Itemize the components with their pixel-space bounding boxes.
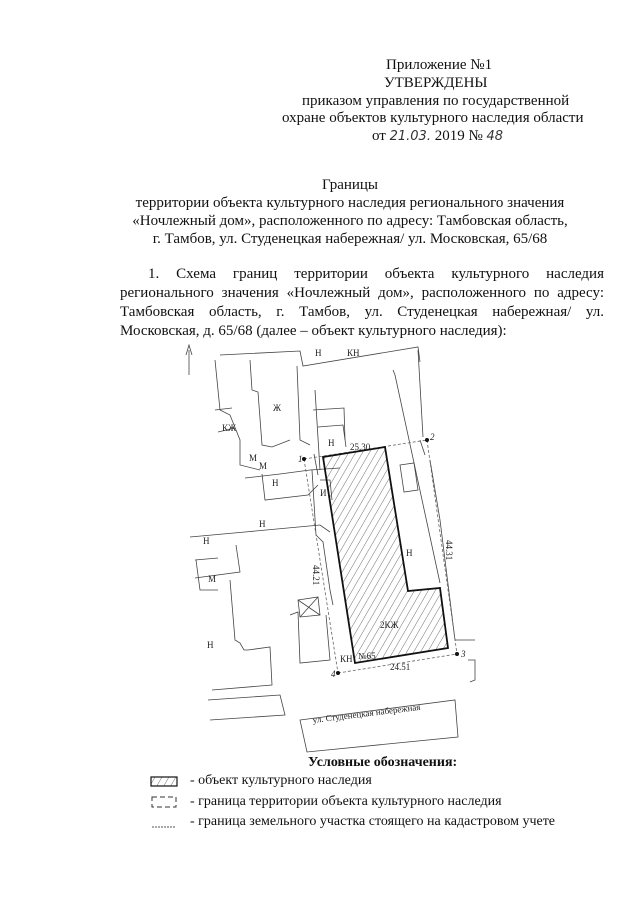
legend-symbols [150,776,178,828]
handwritten-date: 21.03. [389,129,431,144]
svg-text:М: М [249,453,257,463]
number-sign: № [468,128,483,144]
order-line-1: приказом управления по государственной [302,93,570,109]
svg-text:2: 2 [430,432,435,442]
svg-text:Н: Н [203,536,210,546]
date-prefix: от [372,128,386,144]
legend-item-object: - объект культурного наследия [190,773,372,788]
svg-text:1: 1 [298,454,303,464]
svg-text:Н: Н [272,478,279,488]
svg-text:Н: Н [315,348,322,358]
title-line-1: Границы [321,177,379,193]
svg-text:Н: Н [406,548,413,558]
building-labels: Н КН Ж КЖ Н М М Н И Н Н Н М Н КН Н [203,348,413,664]
year: 2019 [434,128,465,144]
svg-text:44.31: 44.31 [444,540,454,560]
street-label: ул. Студенецкая набережная [312,702,421,725]
svg-text:Н: Н [259,519,266,529]
title-line-3: «Ночлежный дом», расположенного по адрес… [132,213,568,229]
approved-label: УТВЕРЖДЕНЫ [384,75,488,91]
svg-text:КН: КН [347,348,360,358]
svg-text:4: 4 [331,669,336,679]
svg-text:М: М [259,461,267,471]
handwritten-number: 48 [486,129,504,144]
order-line-2: охране объектов культурного наследия обл… [282,110,584,126]
point-labels: 1 2 3 4 [298,432,466,679]
description-paragraph: 1. Схема границ территории объекта культ… [120,266,604,339]
svg-text:Ж: Ж [273,403,282,413]
surrounding-buildings [185,343,476,753]
dimension-labels: 25.30 44.31 44.21 24.51 [311,442,454,672]
heritage-object-territory [321,445,450,665]
svg-text:КН: КН [340,654,353,664]
legend-item-territory: - граница территории объекта культурного… [190,794,502,809]
order-date: от 21.03. 2019 № 48 [372,128,503,145]
svg-text:25.30: 25.30 [350,442,371,452]
svg-text:Н: Н [328,438,335,448]
appendix-label: Приложение №1 [386,57,493,73]
house-number-label: №65 [358,651,376,661]
svg-text:3: 3 [460,649,466,659]
boundary-points [302,438,459,675]
title-line-4: г. Тамбов, ул. Студенецкая набережная/ у… [152,231,548,247]
svg-text:М: М [208,574,216,584]
svg-text:44.21: 44.21 [311,565,321,585]
hatched-area-icon [150,776,178,787]
svg-text:И: И [320,488,327,498]
legend-item-cadastral: - граница земельного участка стоящего на… [190,814,556,829]
dashed-boundary-icon [151,796,177,808]
svg-text:КЖ: КЖ [222,423,237,433]
svg-text:24.51: 24.51 [390,662,410,672]
legend-title: Условные обозначения: [308,755,458,770]
title-line-2: территории объекта культурного наследия … [135,195,565,211]
object-label: 2КЖ [380,620,400,630]
svg-text:Н: Н [207,640,214,650]
